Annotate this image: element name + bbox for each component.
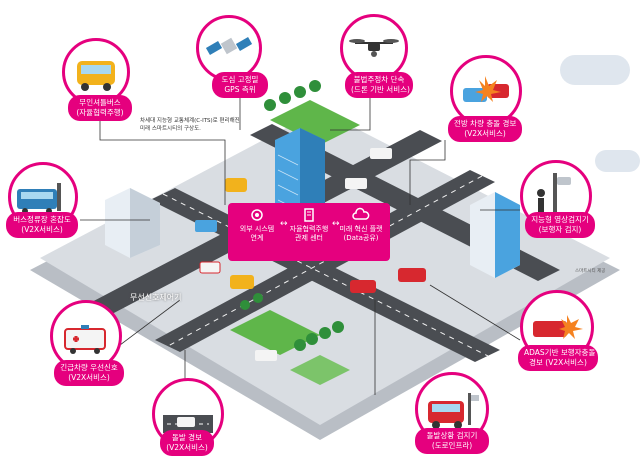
callout-gps: 도심 고정밀 GPS 측위 [212,72,268,98]
center-item-label: 미래 혁신 플랫 [339,225,383,233]
center-item-label: (Data공유) [343,234,379,242]
callout-adas-pedestrian: ADAS기반 보행자충돌 경보 (V2X서비스) [518,345,598,371]
callout-line: 무인셔틀버스 [79,98,121,107]
double-arrow-icon: ↔ [280,219,288,229]
callout-line: 돌발 경보 [172,433,202,442]
callout-line: 긴급차량 우선신호 [60,363,118,372]
note-line: 미래 스마트시티의 구상도. [140,126,201,132]
callout-shuttle-bus: 무인셔틀버스 (자율협력주행) [68,95,132,121]
building-icon [304,208,314,222]
cloud-decoration [595,150,640,172]
center-item-label: 관제 센터 [295,234,323,242]
double-arrow-icon: ↔ [332,219,340,229]
diagram-note: 차세대 지능형 교통체계(C-ITS)로 편리해진 미래 스마트시티의 구상도. [140,117,260,133]
control-center-box: 외부 시스템 연계 ↔ 자율협력주행 관제 센터 ↔ 미래 혁신 플랫 (Dat… [228,203,390,261]
note-line: 차세대 지능형 교통체계(C-ITS)로 편리해진 [140,118,240,124]
callout-line: (자율협력주행) [76,108,124,117]
callout-line: 도심 고정밀 [221,75,259,84]
cloud-decoration [560,55,630,85]
callout-emergency-signal: 긴급차량 우선신호 (V2X서비스) [54,360,124,386]
callout-collision-warning: 전방 차량 충돌 경보 (V2X서비스) [448,116,522,142]
external-system-item: 외부 시스템 연계 [232,207,282,243]
callout-incident-detector: 돌발상황 검지기 (도로인프라) [415,428,489,454]
callout-line: (보행자 검지) [538,225,582,234]
center-item-label: 자율협력주행 [289,225,329,233]
image-credit: 스마트시티 제공 [575,269,606,274]
center-item-label: 연계 [250,234,264,242]
center-item-label: 외부 시스템 [239,225,275,233]
callout-line: 돌발상황 검지기 [426,431,478,440]
callout-line: 지능형 영상검지기 [531,215,589,224]
cloud-icon [352,207,370,220]
callout-line: 불법주정차 단속 [353,75,405,84]
callout-drone: 불법주정차 단속 (드론 기반 서비스) [345,72,413,98]
callout-line: (V2X서비스) [464,129,506,138]
callout-line: 버스정류장 혼잡도 [13,215,71,224]
callout-line: (도로인프라) [431,441,473,450]
callout-pedestrian-detector: 지능형 영상검지기 (보행자 검지) [525,212,595,238]
callout-bus-stop: 버스정류장 혼잡도 (V2X서비스) [6,212,78,238]
callout-line: (드론 기반 서비스) [351,85,410,94]
callout-sudden-stop: 돌발 경보 (V2X서비스) [160,430,214,456]
signal-controller-label: 무선신호제어기 [130,293,182,302]
callout-line: 경보 (V2X서비스) [529,358,587,367]
callout-line: (V2X서비스) [68,373,110,382]
control-center-item: 자율협력주행 관제 센터 [284,207,334,243]
shuttle-bus-illustration [62,38,130,106]
satellite-illustration [196,15,262,81]
callout-line: 전방 차량 충돌 경보 [454,119,517,128]
gear-icon [251,209,263,221]
callout-line: (V2X서비스) [166,443,208,452]
callout-line: (V2X서비스) [21,225,63,234]
collision-illustration [450,55,522,127]
callout-line: ADAS기반 보행자충돌 [524,348,596,357]
data-platform-item: 미래 혁신 플랫 (Data공유) [336,207,386,243]
callout-line: GPS 측위 [224,85,256,94]
